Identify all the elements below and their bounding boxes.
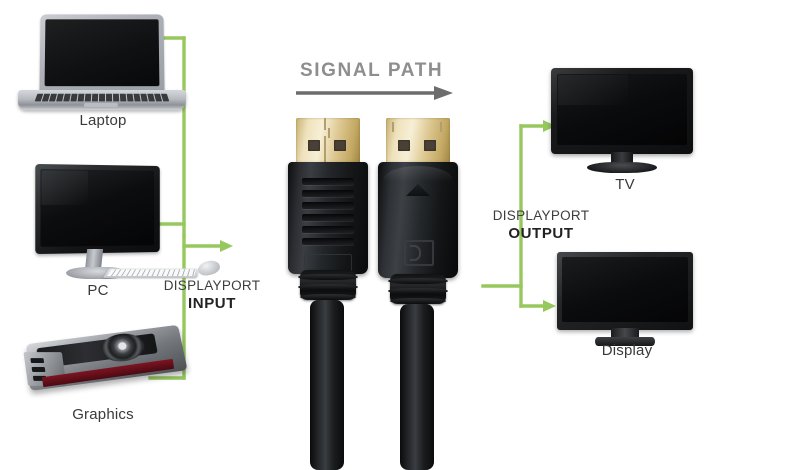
laptop-base: [18, 90, 186, 110]
graphics-card-icon: [28, 322, 198, 402]
dp-left-ring-1: [298, 274, 358, 280]
dp-left-housing: [288, 162, 368, 274]
dp-left-cable: [310, 300, 344, 470]
device-label-pc: PC: [28, 282, 168, 299]
gpu-port-2: [32, 367, 46, 372]
dp-left-gold-shell: [296, 118, 360, 166]
dp-left-grip-ridge-5: [302, 226, 354, 233]
displayport-connector-left: [288, 118, 368, 468]
displayport-input-line2: INPUT: [148, 295, 276, 314]
pc-keyboard-keys: [107, 270, 196, 276]
dp-right-contact-window-2: [424, 140, 436, 151]
dp-left-shell-seam-top: [324, 118, 326, 130]
pc-screen-glare: [41, 170, 88, 205]
device-label-display: Display: [547, 342, 707, 359]
displayport-input-label: DISPLAYPORT INPUT: [148, 278, 276, 314]
desktop-computer-icon: [22, 165, 222, 285]
television-icon: [551, 68, 699, 176]
device-label-graphics: Graphics: [28, 406, 178, 423]
laptop-trackpad: [84, 103, 118, 107]
signal-path-title: SIGNAL PATH: [300, 60, 443, 82]
dp-right-housing: [378, 162, 458, 278]
pc-mouse: [197, 259, 222, 278]
monitor-icon: [557, 252, 697, 348]
tv-bezel: [551, 68, 693, 154]
displayport-output-line2: OUTPUT: [477, 225, 605, 244]
laptop-lid: [39, 14, 164, 92]
dp-right-ring-1: [388, 278, 448, 284]
monitor-bezel: [557, 252, 693, 330]
laptop-icon: [18, 14, 190, 114]
tv-stand: [587, 162, 657, 173]
pc-keyboard: [102, 268, 199, 277]
dp-left-contact-window-2: [334, 140, 346, 151]
monitor-screen-glass: [562, 257, 688, 322]
displayport-connector-right: [378, 118, 458, 468]
displayport-input-line1: DISPLAYPORT: [148, 278, 276, 295]
dp-left-grip-ridge-3: [302, 202, 354, 209]
gpu-port-1: [30, 358, 44, 363]
dp-right-shell-seam-right: [440, 122, 442, 132]
dp-left-contact-window-1: [308, 140, 320, 151]
displayport-output-line1: DISPLAYPORT: [477, 208, 605, 225]
device-label-tv: TV: [551, 176, 699, 193]
dp-left-grip-ridge-6: [302, 238, 354, 245]
dp-left-shell-seam-mid: [328, 128, 330, 138]
arrowhead-display: [543, 300, 556, 312]
dp-left-grip-ridge-4: [302, 214, 354, 221]
dp-right-ring-2: [388, 288, 448, 294]
displayport-logo: [404, 240, 434, 266]
displayport-output-label: DISPLAYPORT OUTPUT: [477, 208, 605, 244]
dp-left-ring-2: [298, 284, 358, 290]
laptop-keyboard: [35, 94, 170, 102]
laptop-screen-glass: [45, 19, 160, 86]
tv-screen-glare: [558, 75, 628, 105]
dp-left-grip-ridge-1: [302, 178, 354, 185]
dp-left-grip-ridge-2: [302, 190, 354, 197]
pc-monitor: [35, 164, 160, 254]
device-label-laptop: Laptop: [28, 112, 178, 129]
dp-right-contact-window-1: [398, 140, 410, 151]
dp-right-cable: [400, 304, 434, 470]
dp-right-shell-seam-left: [392, 122, 394, 132]
signal-path-arrow: [296, 86, 453, 100]
